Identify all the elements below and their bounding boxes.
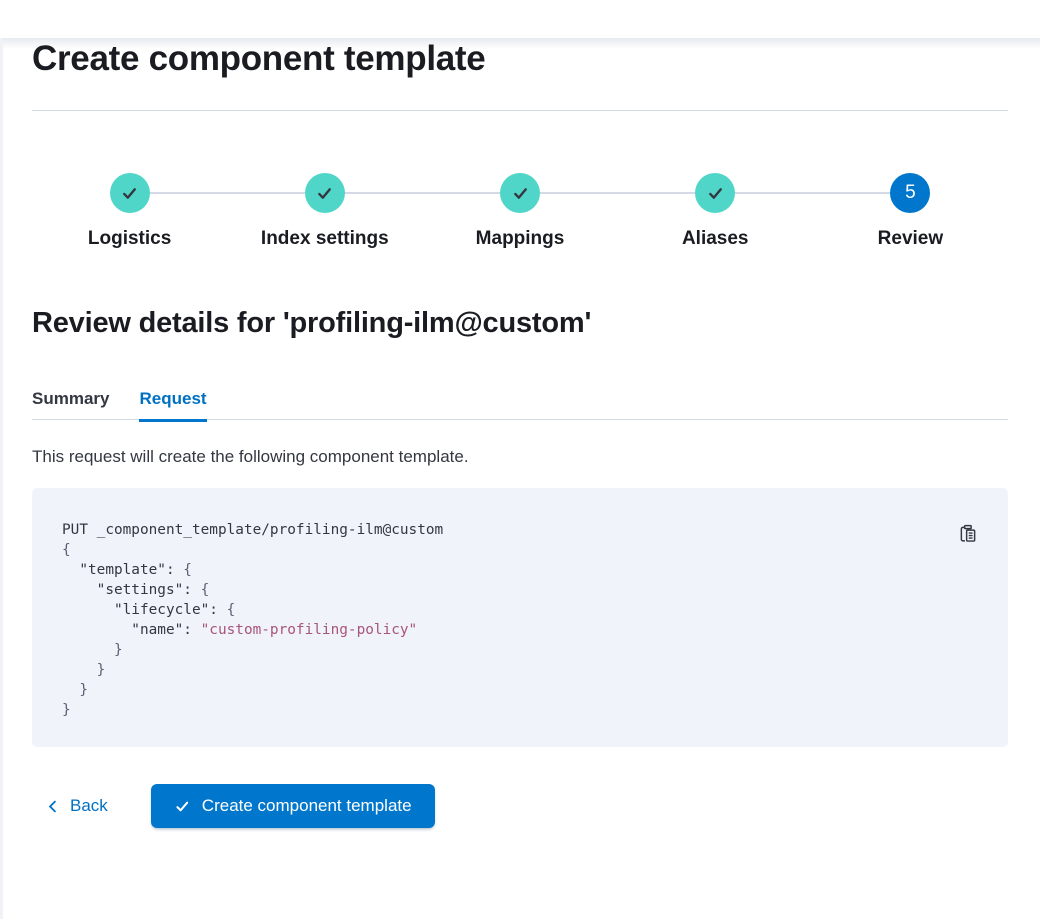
create-component-template-button[interactable]: Create component template: [150, 784, 435, 828]
check-icon: [513, 187, 527, 199]
review-details-heading: Review details for 'profiling-ilm@custom…: [32, 307, 592, 339]
tab-summary[interactable]: Summary: [32, 389, 109, 419]
step-logistics[interactable]: Logistics: [32, 173, 227, 250]
code-line: }: [62, 682, 88, 698]
step-mappings[interactable]: Mappings: [422, 173, 617, 250]
step-number: 5: [905, 182, 916, 203]
step-aliases[interactable]: Aliases: [618, 173, 813, 250]
horizontal-stepper: Logistics Index settings Mappings Aliase…: [32, 173, 1008, 250]
step-complete-circle: [695, 173, 736, 213]
copy-to-clipboard-button[interactable]: [958, 524, 978, 544]
back-button-label: Back: [70, 796, 108, 815]
copy-icon: [960, 524, 976, 542]
step-label: Mappings: [475, 228, 565, 249]
review-tabs: Summary Request: [32, 389, 1008, 420]
create-component-template-page: Create component template Logistics Inde…: [0, 38, 1040, 828]
step-complete-circle: [109, 173, 150, 213]
check-icon: [708, 187, 722, 199]
check-icon: [176, 801, 188, 811]
step-number-badge: 5: [890, 173, 931, 213]
tab-request[interactable]: Request: [139, 389, 206, 419]
back-button[interactable]: Back: [32, 796, 108, 816]
code-line: "template": {: [62, 562, 192, 578]
request-code-block: PUT _component_template/profiling-ilm@cu…: [32, 488, 1008, 747]
step-label: Logistics: [87, 228, 172, 249]
code-line: "settings": {: [62, 582, 210, 598]
top-edge-gradient: [0, 38, 1040, 49]
code-line: }: [62, 662, 106, 678]
page-title: Create component template: [32, 39, 486, 78]
create-button-label: Create component template: [201, 796, 412, 815]
code-content: PUT _component_template/profiling-ilm@cu…: [62, 520, 984, 720]
check-icon: [123, 187, 137, 199]
code-line: }: [62, 702, 71, 718]
step-complete-circle: [500, 173, 540, 213]
code-line: }: [62, 642, 123, 658]
step-index-settings[interactable]: Index settings: [227, 173, 422, 250]
check-icon: [318, 187, 332, 199]
step-label: Index settings: [260, 228, 389, 249]
step-complete-circle: [304, 173, 345, 213]
step-label: Review: [877, 228, 944, 249]
wizard-footer: Back Create component template: [32, 784, 1008, 828]
title-divider: [32, 110, 1008, 111]
step-label: Aliases: [681, 228, 749, 249]
step-review-current: 5 Review: [813, 173, 1008, 250]
code-line: {: [62, 542, 71, 558]
code-line: "lifecycle": {: [62, 602, 236, 618]
left-edge-strip: [0, 38, 3, 919]
code-line: "name": "custom-profiling-policy": [62, 622, 418, 638]
chevron-left-icon: [48, 800, 56, 812]
code-line: PUT _component_template/profiling-ilm@cu…: [62, 522, 444, 538]
request-description: This request will create the following c…: [32, 447, 469, 466]
